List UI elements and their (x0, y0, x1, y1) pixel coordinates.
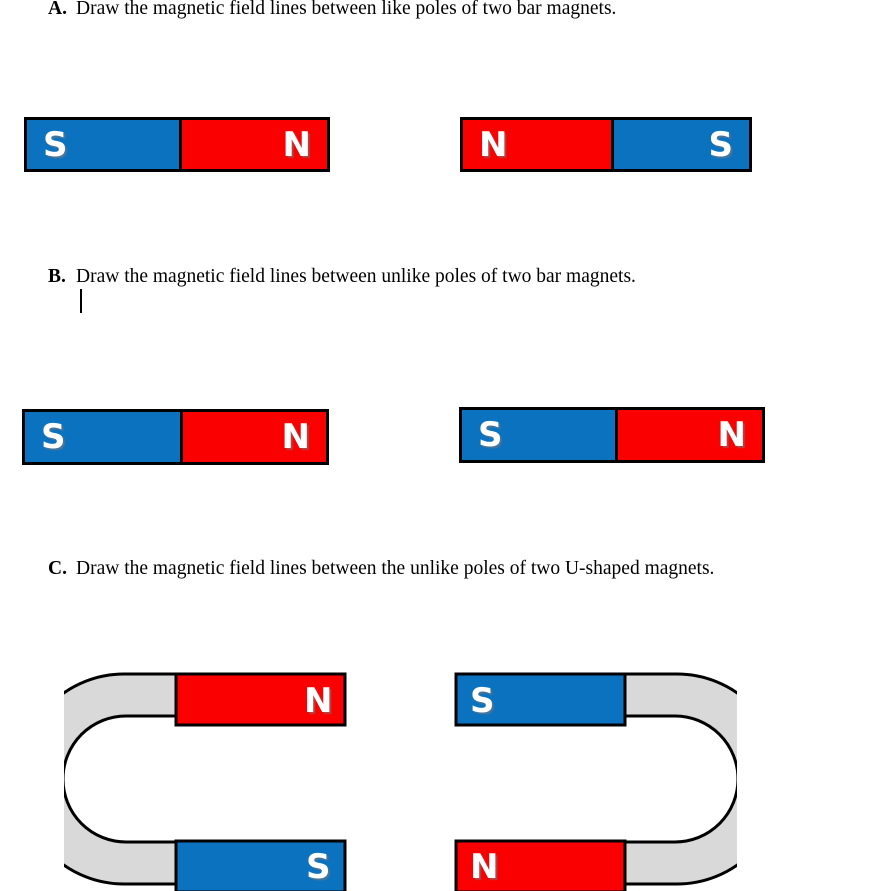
bar-magnet-a2-south-pole: S (611, 120, 749, 169)
u-magnet-c2-body (617, 672, 737, 886)
bar-magnet-b1-north-pole: N (180, 412, 326, 462)
question-b-text: Draw the magnetic field lines between un… (76, 266, 636, 287)
bar-magnet-a2[interactable]: N S (460, 117, 752, 172)
u-magnet-c1[interactable]: N S (64, 670, 349, 891)
question-c-letter: C. (48, 558, 67, 579)
u-magnet-c2[interactable]: S N (452, 670, 737, 891)
pole-label-s: S (41, 417, 66, 457)
u-magnet-c2-south-pole (454, 672, 627, 727)
bar-magnet-a1-north-pole: N (179, 120, 327, 169)
question-c: C. Draw the magnetic field lines between… (48, 557, 714, 581)
u-magnet-c1-south-pole (174, 839, 347, 891)
question-a-text: Draw the magnetic field lines between li… (76, 0, 617, 19)
pole-label-n: N (281, 417, 310, 457)
question-b-letter: B. (48, 266, 66, 287)
pole-label-s: S (708, 124, 734, 165)
pole-label-n: N (304, 681, 333, 721)
u-magnet-c1-north-pole (174, 672, 347, 727)
question-b: B. Draw the magnetic field lines between… (48, 265, 636, 289)
bar-magnet-b2-south-pole: S (462, 410, 615, 460)
question-a: A. Draw the magnetic field lines between… (48, 0, 616, 21)
bar-magnet-a1-south-pole: S (27, 120, 179, 169)
pole-label-n: N (470, 847, 499, 887)
pole-label-s: S (43, 124, 68, 165)
bar-magnet-a2-north-pole: N (463, 120, 611, 169)
u-magnet-c1-body (64, 672, 184, 886)
bar-magnet-b1-south-pole: S (25, 412, 180, 462)
pole-label-n: N (282, 124, 311, 165)
bar-magnet-b1[interactable]: S N (22, 409, 329, 465)
bar-magnet-b2-north-pole: N (615, 410, 762, 460)
pole-label-s: S (478, 415, 503, 455)
pole-label-s: S (470, 681, 495, 721)
pole-label-n: N (479, 124, 508, 165)
bar-magnet-a1[interactable]: S N (24, 117, 330, 172)
question-c-text: Draw the magnetic field lines between th… (76, 558, 715, 579)
u-magnet-c2-north-pole (454, 839, 627, 891)
pole-label-n: N (717, 415, 746, 455)
bar-magnet-b2[interactable]: S N (459, 407, 765, 463)
text-cursor-caret[interactable] (80, 289, 82, 313)
pole-label-s: S (306, 847, 331, 887)
question-a-letter: A. (48, 0, 67, 19)
